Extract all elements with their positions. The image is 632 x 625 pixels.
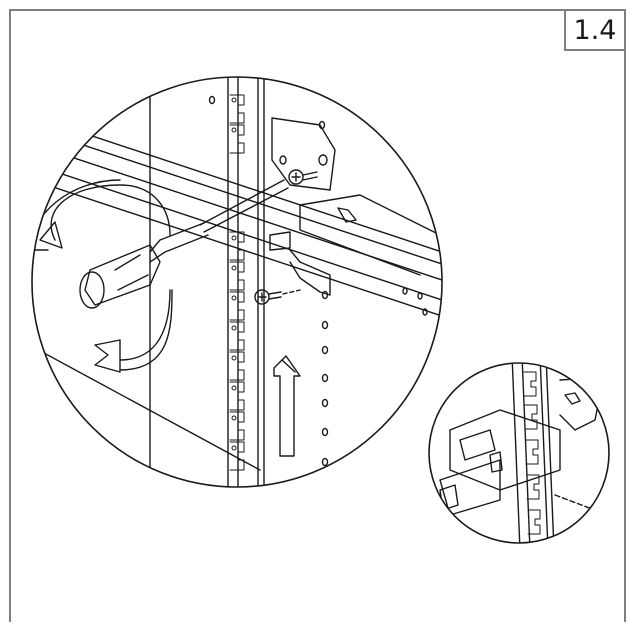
figure-frame [9, 9, 626, 622]
magnified-view [31, 76, 443, 488]
rail-icon [32, 111, 442, 323]
detail-view [428, 362, 610, 544]
screwdriver-icon [79, 179, 289, 309]
rack-post-icon [32, 77, 329, 487]
step-number: 1.4 [564, 11, 624, 51]
bracket-icon [271, 117, 336, 296]
screw-icon [254, 169, 318, 305]
up-arrow-icon [273, 355, 301, 457]
